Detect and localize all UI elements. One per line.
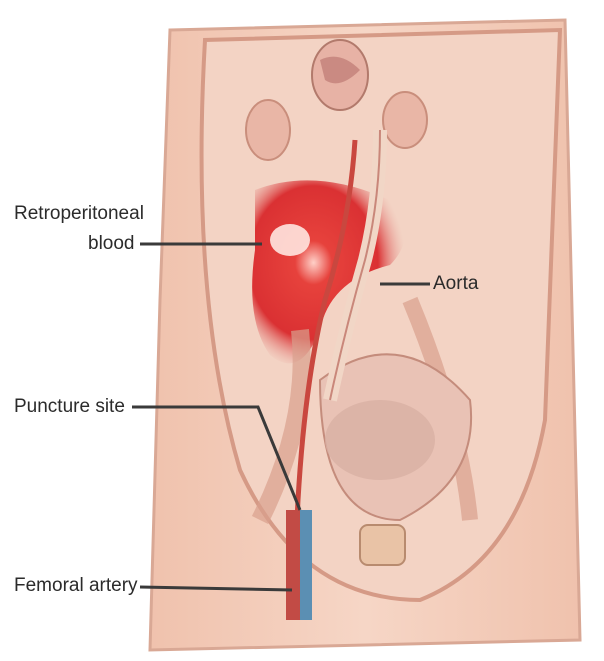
- catheter-bag: [360, 525, 405, 565]
- kidney-left: [246, 100, 290, 160]
- femoral-vein-vessel: [300, 510, 312, 620]
- kidney-right: [383, 92, 427, 148]
- bladder: [325, 400, 435, 480]
- label-puncture-site: Puncture site: [14, 396, 125, 418]
- label-femoral-artery: Femoral artery: [14, 575, 138, 597]
- label-retroperitoneal-line1: Retroperitoneal: [14, 203, 144, 225]
- label-retroperitoneal-line2: blood: [88, 233, 135, 255]
- label-aorta: Aorta: [433, 273, 478, 295]
